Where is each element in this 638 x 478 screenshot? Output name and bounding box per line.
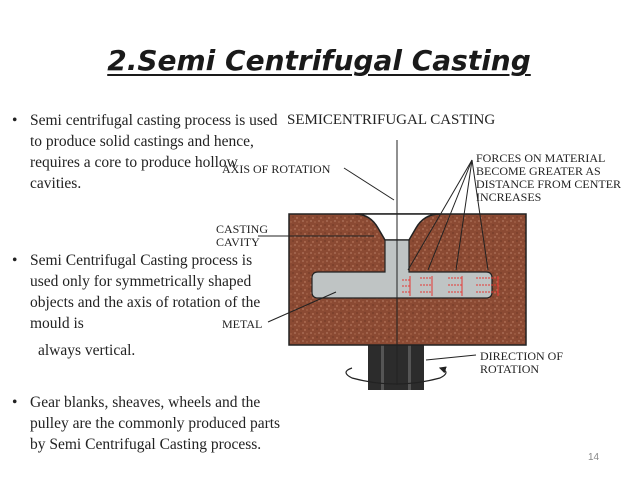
- casting-cavity-label-line1: CASTING: [216, 222, 268, 236]
- direction-leader-line: [425, 354, 477, 361]
- bullet-item-3: • Gear blanks, sheaves, wheels and the p…: [12, 392, 282, 455]
- bullet-marker: •: [12, 252, 18, 269]
- bullet-item-2: • Semi Centrifugal Casting process is us…: [12, 250, 282, 334]
- direction-label-line1: DIRECTION OF: [480, 349, 563, 363]
- axis-leader-line: [343, 167, 395, 201]
- forces-label-line3: DISTANCE FROM CENTER: [476, 177, 621, 191]
- bullet-continuation: always vertical.: [38, 342, 136, 359]
- bullet-item-1: • Semi centrifugal casting process is us…: [12, 110, 282, 194]
- metal-label: METAL: [222, 317, 262, 331]
- forces-label-line1: FORCES ON MATERIAL: [476, 151, 605, 165]
- bullet-marker: •: [12, 394, 18, 411]
- bullet-text: Semi centrifugal casting process is used…: [30, 112, 278, 192]
- shaft-highlight: [408, 345, 411, 390]
- shaft-highlight: [381, 345, 384, 390]
- axis-of-rotation-label: AXIS OF ROTATION: [222, 162, 331, 176]
- bullet-marker: •: [12, 112, 18, 129]
- metal-leader-line: [267, 291, 337, 323]
- direction-label-line2: ROTATION: [480, 362, 539, 376]
- forces-label-line2: BECOME GREATER AS: [476, 164, 601, 178]
- forces-leader-lines: [407, 159, 489, 271]
- diagram-title: SEMICENTRIFUGAL CASTING: [287, 112, 495, 128]
- casting-cavity-label-line2: CAVITY: [216, 235, 260, 249]
- page-number: 14: [588, 452, 600, 463]
- forces-label-line4: INCREASES: [476, 190, 541, 204]
- bullet-text: Gear blanks, sheaves, wheels and the pul…: [30, 394, 281, 453]
- molten-metal: [311, 239, 493, 299]
- slide-title: 2.Semi Centrifugal Casting: [107, 44, 531, 77]
- force-arrows: [402, 276, 499, 296]
- rotation-direction-arrow: [345, 366, 447, 385]
- bullet-text: Semi Centrifugal Casting process is used…: [30, 252, 261, 332]
